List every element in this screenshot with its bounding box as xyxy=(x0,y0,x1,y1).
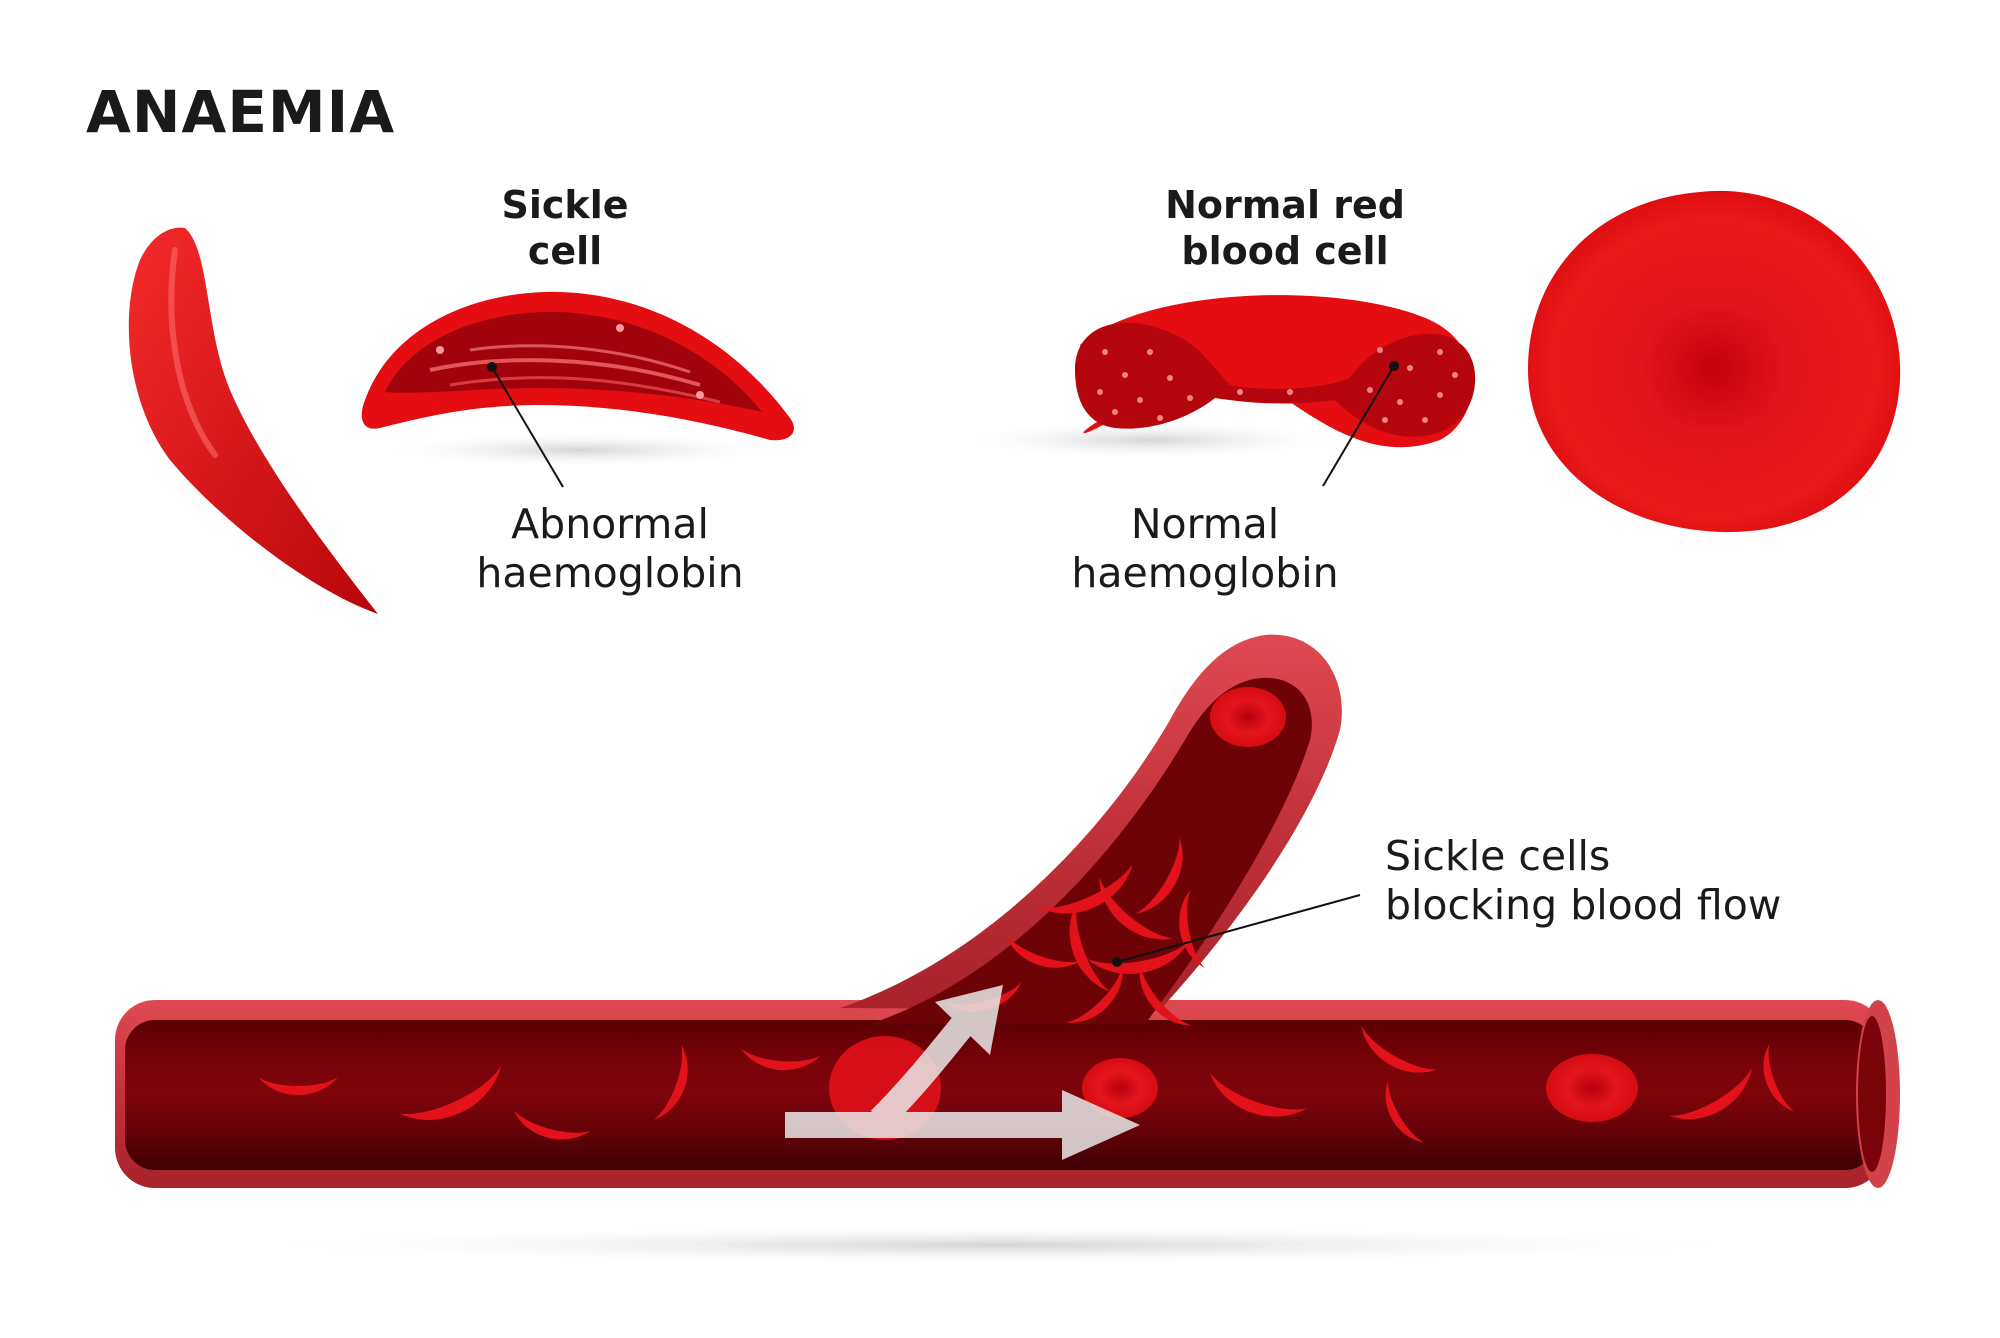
abnormal-haemoglobin-label: Abnormal haemoglobin xyxy=(460,500,760,598)
normal-cell-heading-line2: blood cell xyxy=(1181,229,1389,273)
normal-cell-heading-line1: Normal red xyxy=(1165,183,1405,227)
blood-flow-arrows xyxy=(785,985,1140,1160)
blocked-flow-line2: blocking blood flow xyxy=(1385,881,1782,929)
normal-cell-illustration xyxy=(1528,190,1901,533)
abnormal-haemoglobin-line1: Abnormal xyxy=(511,500,709,548)
sickle-cell-illustration xyxy=(128,227,378,614)
sickle-cell-cross-section xyxy=(361,291,794,488)
normal-haemoglobin-line1: Normal xyxy=(1130,500,1280,548)
blood-vessel xyxy=(115,634,1900,1188)
abnormal-haemoglobin-line2: haemoglobin xyxy=(476,549,744,597)
normal-cell-heading: Normal red blood cell xyxy=(1135,182,1435,274)
blocked-flow-label: Sickle cells blocking blood flow xyxy=(1385,832,1805,930)
normal-haemoglobin-label: Normal haemoglobin xyxy=(1055,500,1355,598)
normal-haemoglobin-line2: haemoglobin xyxy=(1071,549,1339,597)
sickle-cell-heading-line1: Sickle xyxy=(501,183,629,227)
sickle-cell-heading-line2: cell xyxy=(527,229,603,273)
page-title: ANAEMIA xyxy=(86,78,396,146)
blocked-flow-line1: Sickle cells xyxy=(1385,832,1611,880)
vessel-shadow xyxy=(210,1225,1790,1265)
sickle-cell-heading: Sickle cell xyxy=(465,182,665,274)
normal-cell-cross-section xyxy=(950,295,1476,487)
